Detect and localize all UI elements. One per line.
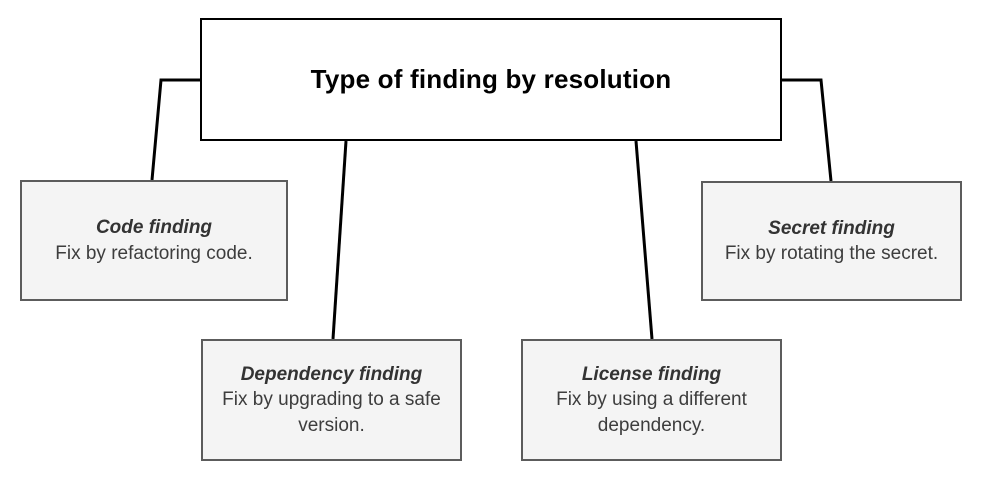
node-dependency-finding[interactable]: Dependency finding Fix by upgrading to a… bbox=[201, 339, 462, 461]
node-secret-finding-description: Fix by rotating the secret. bbox=[724, 243, 939, 264]
connector-root-to-dependency bbox=[331, 140, 348, 340]
connector-root-to-code bbox=[150, 78, 200, 181]
node-license-finding-description: Fix by using a different dependency. bbox=[556, 389, 747, 436]
node-code-finding-title: Code finding bbox=[95, 217, 213, 239]
root-node-title: Type of finding by resolution bbox=[310, 63, 672, 94]
node-dependency-finding-description: Fix by upgrading to a safe version. bbox=[222, 389, 441, 436]
node-license-finding[interactable]: License finding Fix by using a different… bbox=[521, 339, 782, 461]
node-secret-finding[interactable]: Secret finding Fix by rotating the secre… bbox=[701, 181, 962, 301]
node-license-finding-title: License finding bbox=[581, 364, 722, 386]
node-code-finding-description: Fix by refactoring code. bbox=[55, 242, 253, 264]
connector-root-to-secret bbox=[782, 78, 833, 182]
root-node[interactable]: Type of finding by resolution bbox=[200, 18, 782, 141]
node-secret-finding-title: Secret finding bbox=[768, 217, 895, 239]
node-code-finding[interactable]: Code finding Fix by refactoring code. bbox=[20, 180, 288, 301]
node-dependency-finding-title: Dependency finding bbox=[240, 364, 423, 386]
connector-root-to-license bbox=[634, 140, 654, 340]
